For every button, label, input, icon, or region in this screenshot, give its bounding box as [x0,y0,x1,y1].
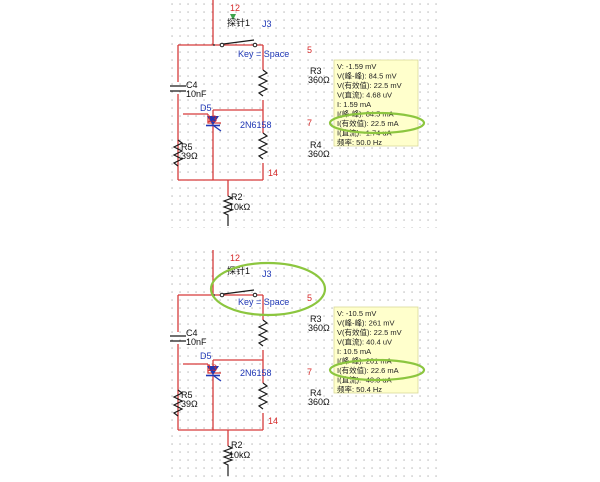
net-label-12: 12 [230,253,240,263]
probe-label: 探针1 [227,265,250,276]
schematic-panel-2: 12 探针1 J3 Key = Space 5 R3 360Ω C4 10nF … [169,246,440,480]
c4-value-label: 10nF [186,89,207,99]
r2-value-label: 10kΩ [229,202,251,212]
r5-ref-label: R5 [181,390,193,400]
net-label-5: 5 [307,45,312,55]
r3-ref-label: R3 [310,66,322,76]
reading-line: I(有效值): 22.6 mA [337,365,399,375]
d5-part-label: 2N6158 [240,120,272,130]
net-label-14: 14 [268,168,278,178]
r3-ref-label: R3 [310,314,322,324]
reading-line: I: 10.5 mA [337,347,371,356]
highlight-ellipse-rms-current [328,358,426,382]
reading-line: V: -1.59 mV [337,62,376,71]
reading-line: V(直流): 40.4 uV [337,337,392,347]
reading-line: I(有效值): 22.5 mA [337,118,399,128]
c4-ref-label: C4 [186,80,198,90]
r2-ref-label: R2 [231,192,243,202]
r5-value-label: 39Ω [181,151,198,161]
r5-value-label: 39Ω [181,399,198,409]
reading-line: V: -10.5 mV [337,309,376,318]
net-label-13: 13 [207,363,217,373]
probe-label: 探针1 [227,17,250,28]
r4-value-label: 360Ω [308,397,330,407]
schematic-panel-1: 12 探针1 J3 Key = Space 5 R3 360Ω C4 10nF … [169,0,440,228]
switch-key-label: Key = Space [238,49,289,59]
net-label-7: 7 [307,367,312,377]
d5-ref-label: D5 [200,351,212,361]
net-label-12: 12 [230,3,240,13]
net-label-14: 14 [268,416,278,426]
r2-ref-label: R2 [231,440,243,450]
c4-ref-label: C4 [186,328,198,338]
r5-ref-label: R5 [181,142,193,152]
r2-value-label: 10kΩ [229,450,251,460]
reading-line: 频率: 50.4 Hz [337,384,382,394]
switch-ref-label: J3 [262,19,272,29]
r3-value-label: 360Ω [308,323,330,333]
d5-part-label: 2N6158 [240,368,272,378]
r4-value-label: 360Ω [308,149,330,159]
reading-line: I: 1.59 mA [337,100,371,109]
reading-line: V(峰-峰): 261 mV [337,318,395,328]
net-label-7: 7 [307,118,312,128]
reading-line: V(峰-峰): 84.5 mV [337,71,397,81]
reading-line: 频率: 50.0 Hz [337,137,382,147]
probe-readings-box: V: -10.5 mV V(峰-峰): 261 mV V(有效值): 22.5 … [333,306,419,394]
reading-line: V(有效值): 22.5 mV [337,327,402,337]
probe-marker-icon [230,14,236,20]
r4-ref-label: R4 [310,388,322,398]
r4-ref-label: R4 [310,140,322,150]
reading-line: V(有效值): 22.5 mV [337,80,402,90]
net-label-13: 13 [207,114,217,124]
d5-ref-label: D5 [200,103,212,113]
net-label-5: 5 [307,293,312,303]
highlight-ellipse-switch [209,261,327,317]
c4-value-label: 10nF [186,337,207,347]
switch-ref-label: J3 [262,269,272,279]
highlight-ellipse-rms-current [328,111,426,135]
reading-line: V(直流): 4.68 uV [337,90,392,100]
switch-key-label: Key = Space [238,297,289,307]
r3-value-label: 360Ω [308,75,330,85]
